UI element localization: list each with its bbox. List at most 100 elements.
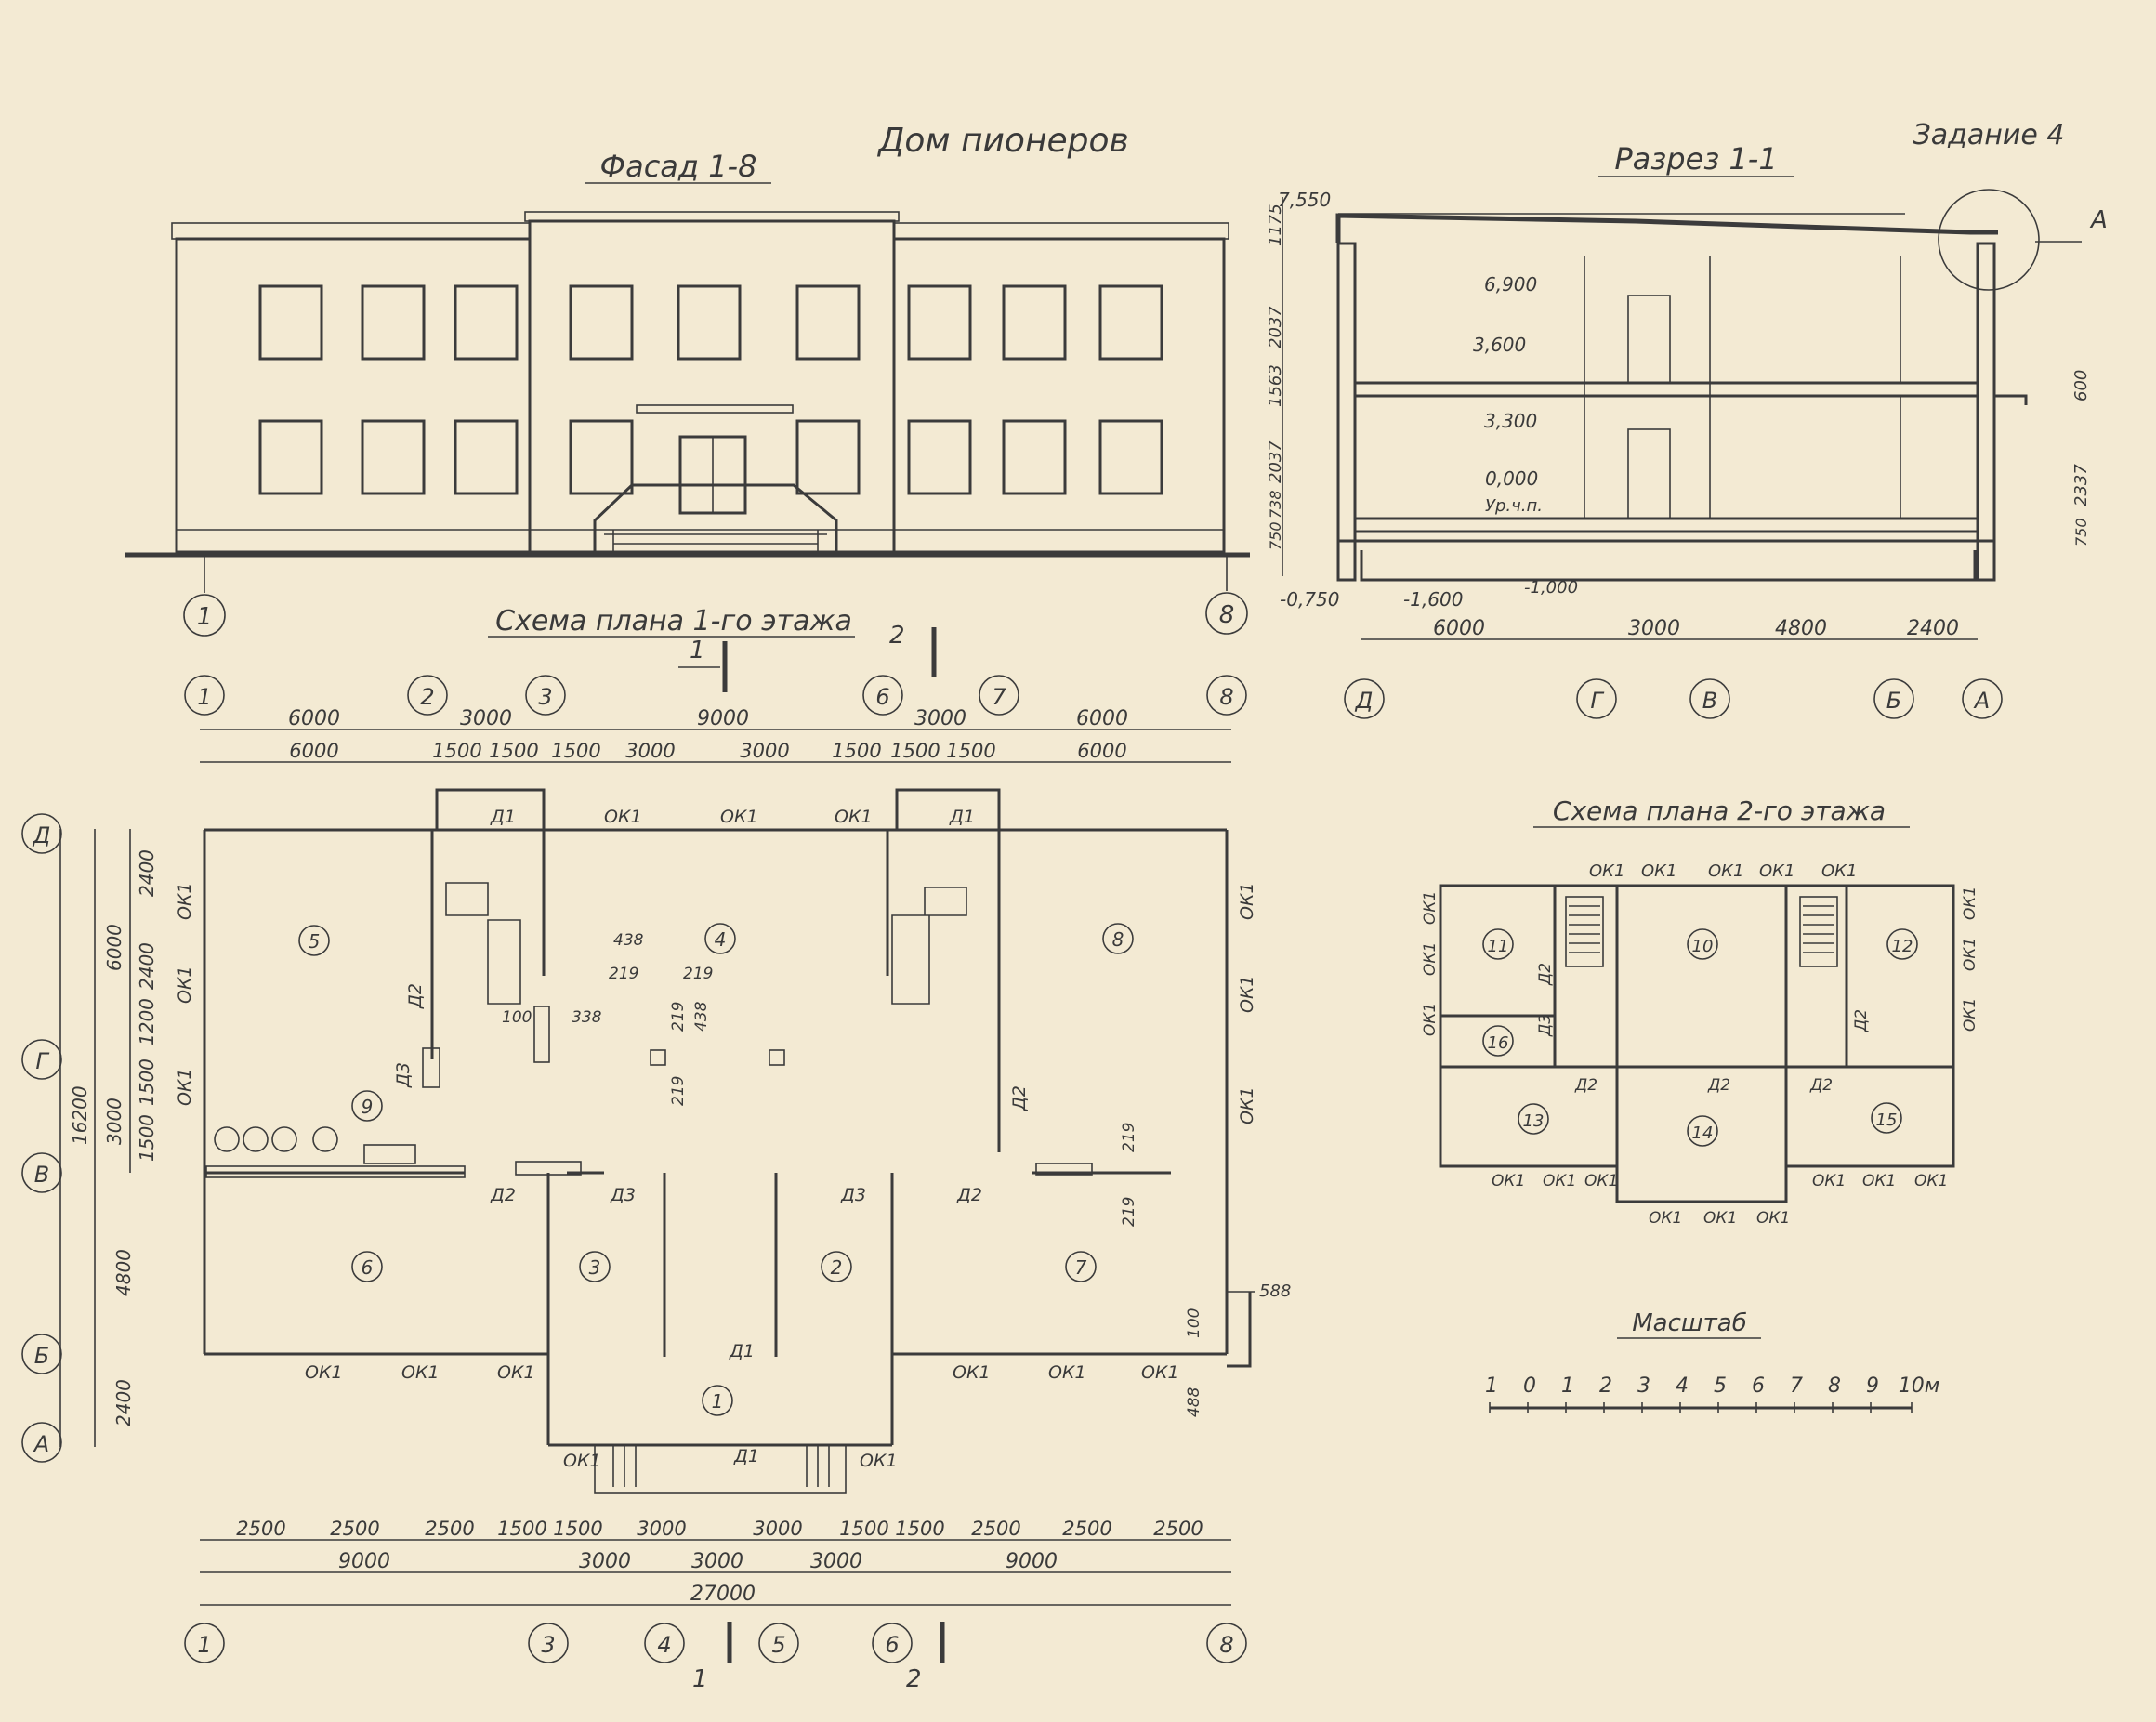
window-label: ОК1	[305, 1362, 343, 1383]
door-label: Д3	[610, 1185, 636, 1205]
door-label: Д2	[1574, 1076, 1597, 1095]
detail-dim: 219	[609, 965, 638, 983]
height-dim: 750	[1267, 521, 1284, 550]
axis-label: 1	[197, 684, 211, 710]
scale-title: Масштаб	[1632, 1309, 1747, 1337]
window-label: ОК1	[175, 966, 195, 1004]
dim: 9000	[697, 707, 749, 730]
scale-label: 1	[1561, 1374, 1574, 1398]
plan2-title: Схема плана 2-го этажа	[1553, 795, 1886, 826]
detail-dim: 219	[669, 1002, 688, 1032]
window-label: ОК1	[1543, 1172, 1576, 1190]
dim: 2400	[136, 849, 158, 897]
detail-dim: 588	[1259, 1282, 1291, 1301]
sanitary-fixture	[243, 1126, 269, 1152]
section-title: Разрез 1-1	[1614, 141, 1777, 177]
dim: 2500	[1153, 1518, 1203, 1540]
mark-grade: -0,750	[1280, 588, 1339, 611]
axis-label: 6	[875, 684, 889, 710]
plan2-windows: ОК1 ОК1 ОК1 ОК1 ОК1 ОК1 ОК1 ОК1 ОК1 ОК1 …	[1421, 861, 1979, 1228]
axis-label: Д	[1355, 688, 1374, 714]
dim: 4800	[112, 1249, 135, 1296]
room-number: 4	[715, 928, 727, 951]
dim: 2500	[236, 1518, 285, 1540]
height-dim: 2037	[1266, 306, 1285, 348]
axis-label: Б	[34, 1343, 49, 1369]
axis-label: Б	[1886, 688, 1901, 714]
mark-floor-2: 3,600	[1473, 334, 1526, 356]
detail-dim: 488	[1185, 1387, 1203, 1417]
scale-label: 4	[1676, 1374, 1689, 1398]
window-label: ОК1	[1703, 1209, 1737, 1228]
door-label: Д1	[949, 807, 975, 827]
room-number: 14	[1692, 1124, 1714, 1143]
plan1-windows: ОК1 ОК1 ОК1 ОК1 ОК1 ОК1 ОК1 ОК1 ОК1 ОК1 …	[305, 807, 1257, 1471]
dim: 1500	[832, 740, 881, 762]
stair-bay-right	[895, 788, 1001, 832]
plan1-detail-dims: 438 219 219 219 438 219 100 338 219 219 …	[502, 931, 1291, 1417]
door-section-lower	[1627, 428, 1671, 519]
dim: 1200	[136, 998, 158, 1045]
facade-left-parapet	[171, 222, 531, 240]
axis-marker	[1689, 678, 1730, 719]
window-label: ОК1	[1756, 1209, 1790, 1228]
height-dim: 1563	[1266, 364, 1285, 407]
window-label: ОК1	[1237, 975, 1257, 1013]
plan2-walls	[1439, 884, 1955, 1203]
stair-bay-left	[435, 788, 546, 832]
mark-1st-ceiling: 3,300	[1484, 410, 1537, 432]
facade-center-block	[528, 219, 896, 554]
entrance-stairs	[593, 483, 838, 552]
dim: 2500	[971, 1518, 1020, 1540]
dim: 3000	[753, 1518, 802, 1540]
node-a-callout	[1938, 189, 2040, 291]
sanitary-fixture	[271, 1126, 297, 1152]
dim: 6000	[288, 707, 340, 730]
door-label: Д2	[1707, 1076, 1730, 1095]
plan1-cut-marks: 1 2 1 2	[678, 622, 945, 1693]
window-label: ОК1	[1759, 861, 1794, 881]
span-dim: 2400	[1907, 617, 1959, 640]
window-label: ОК1	[953, 1362, 991, 1383]
detail-dim: 219	[683, 965, 713, 983]
door-label: Д2	[1009, 1085, 1030, 1111]
window-label: ОК1	[1584, 1172, 1618, 1190]
dim: 3000	[810, 1550, 862, 1573]
mark-ground-level-label: Ур.ч.п.	[1485, 496, 1543, 516]
right-dim: 750	[2072, 518, 2090, 546]
dim: 1500	[136, 1058, 158, 1106]
room-number: 11	[1488, 937, 1509, 956]
scale-label: 1	[1485, 1374, 1498, 1398]
window-label: ОК1	[1914, 1172, 1948, 1190]
window-label: ОК1	[1821, 861, 1857, 881]
plan2-doors: Д2 Д3 Д2 Д2 Д2 Д2	[1536, 963, 1871, 1095]
room-number: 7	[1075, 1256, 1087, 1279]
window-label: ОК1	[1589, 861, 1624, 881]
plan2-room-tags: 11 10 12 16 13 14 15	[1482, 928, 1918, 1147]
door-label: Д2	[1852, 1009, 1871, 1032]
plan1-doors: Д1 Д1 Д2 Д3 Д2 Д2 Д3 Д3 Д2 Д1 Д1	[393, 807, 1030, 1466]
axis-label: Г	[35, 1048, 49, 1074]
window-label: ОК1	[563, 1451, 601, 1471]
window-label: ОК1	[1492, 1172, 1525, 1190]
dim: 1500	[839, 1518, 888, 1540]
facade-windows-lower	[258, 419, 1163, 495]
window-label: ОК1	[1649, 1209, 1682, 1228]
dim: 3000	[914, 707, 966, 730]
window-label: ОК1	[1237, 882, 1257, 920]
detail-dim: 219	[1120, 1197, 1138, 1227]
facade-elevation: 1 8	[125, 211, 1250, 637]
window-label: ОК1	[860, 1451, 898, 1471]
door-label: Д1	[490, 807, 516, 827]
mark-roof: 7,550	[1278, 189, 1331, 211]
door-label: Д2	[956, 1185, 982, 1205]
room-number: 10	[1692, 937, 1714, 956]
room-number: 15	[1876, 1111, 1898, 1130]
window-label: ОК1	[1961, 887, 1979, 920]
plan1-walls	[203, 788, 1255, 1494]
door-label: Д3	[1536, 1014, 1555, 1037]
door-label: Д2	[490, 1185, 516, 1205]
room-number: 13	[1523, 1111, 1545, 1131]
axis-label: 3	[538, 684, 552, 710]
